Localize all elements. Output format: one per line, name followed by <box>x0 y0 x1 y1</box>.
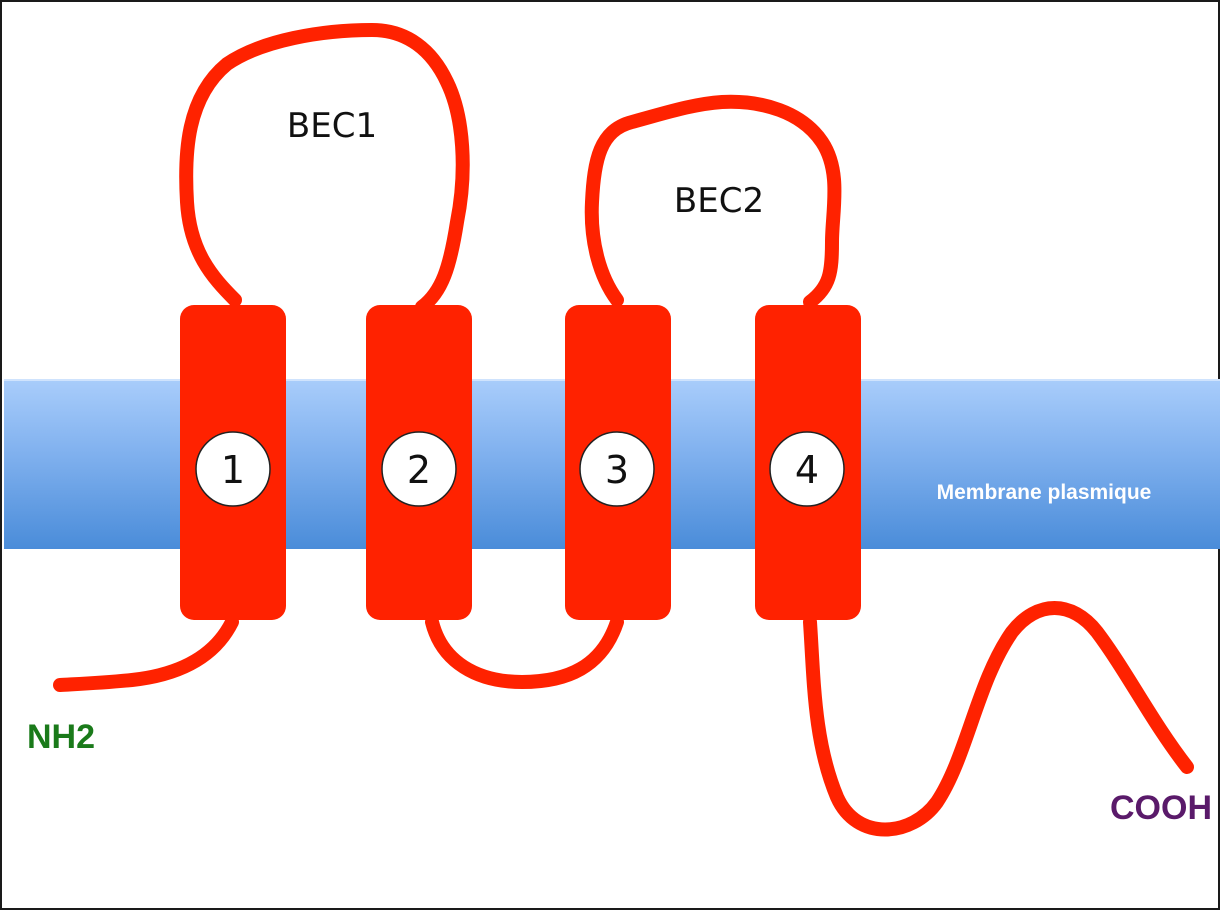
segment-1-label: 1 <box>221 448 245 492</box>
membrane-label: Membrane plasmique <box>937 481 1152 504</box>
n-terminal-tail <box>53 615 239 692</box>
intracellular-loop <box>425 615 624 689</box>
segment-4-label: 4 <box>795 448 819 492</box>
n-terminus-label: NH2 <box>27 718 95 756</box>
segment-2-badge <box>381 431 457 507</box>
segment-4-badge <box>769 431 845 507</box>
c-terminal-tail <box>803 601 1194 837</box>
segment-3-badge <box>579 431 655 507</box>
bec2-label: BEC2 <box>674 181 764 221</box>
segment-3-label: 3 <box>605 448 629 492</box>
segment-2-label: 2 <box>407 448 431 492</box>
bec1-loop <box>179 23 470 314</box>
segment-1-badge <box>195 431 271 507</box>
bec1-label: BEC1 <box>287 106 377 146</box>
bec2-loop <box>584 94 842 309</box>
c-terminus-label: COOH <box>1110 789 1212 827</box>
